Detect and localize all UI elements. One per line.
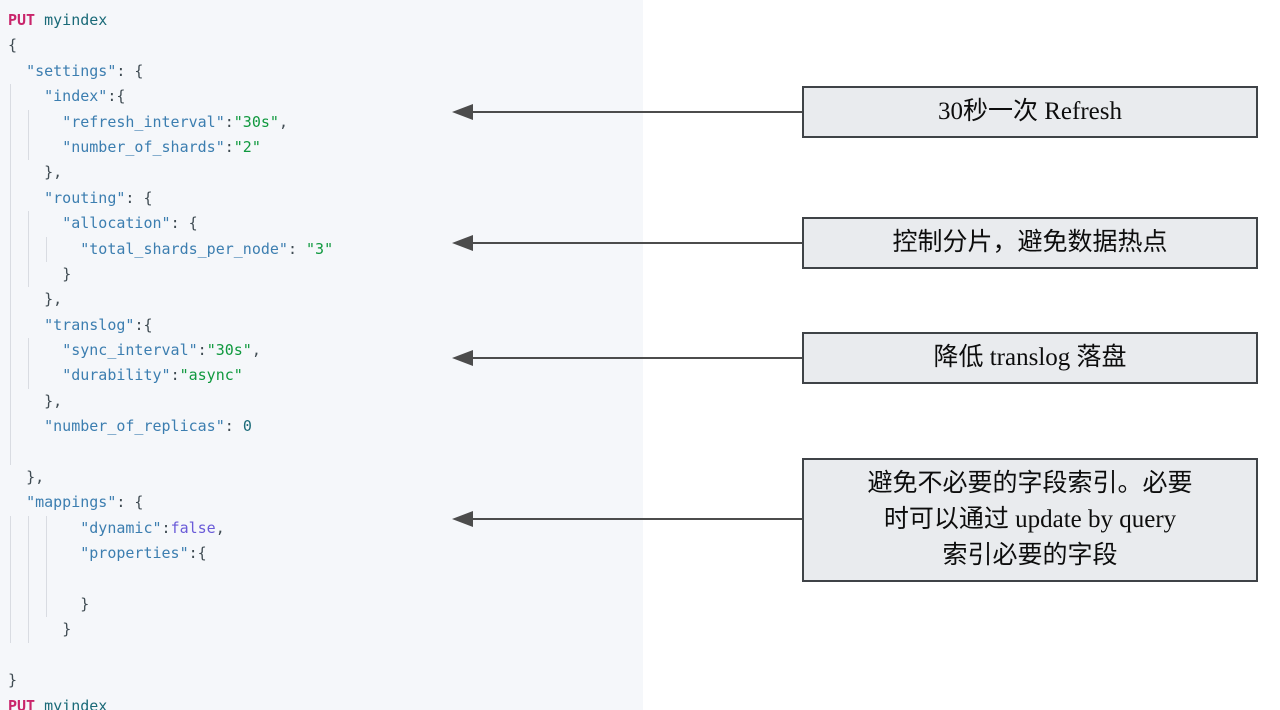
indent-guide xyxy=(27,566,29,592)
code-line: } xyxy=(8,591,643,618)
indent-guide xyxy=(9,338,11,364)
indent-guide xyxy=(45,566,47,592)
code-line xyxy=(8,643,643,668)
indent-guide xyxy=(9,312,11,339)
indent-guide xyxy=(9,261,11,288)
indent-guide xyxy=(27,338,29,364)
code-line: } xyxy=(8,671,18,690)
code-line: "settings": { xyxy=(26,61,144,80)
code-line: } xyxy=(8,617,643,643)
code-line: "sync_interval":"30s", xyxy=(8,338,643,364)
indent-guide xyxy=(9,363,11,389)
indent-guide xyxy=(9,591,11,618)
indent-guide xyxy=(27,617,29,643)
indent-guide xyxy=(9,617,11,643)
indent-guide xyxy=(27,261,29,288)
code-line: PUT myindex xyxy=(8,11,108,29)
indent-guide xyxy=(45,591,47,618)
code-line: "dynamic":false, xyxy=(8,515,643,542)
annotation-text: 降低 translog 落盘 xyxy=(933,344,1127,371)
indent-guide xyxy=(27,134,29,161)
code-line: "routing": { xyxy=(8,185,643,212)
code-line xyxy=(8,566,643,592)
indent-guide xyxy=(9,109,11,135)
indent-guide xyxy=(27,109,29,135)
annotation-text: 时可以通过 update by query xyxy=(883,506,1177,533)
indent-guide xyxy=(27,541,29,567)
indent-guide xyxy=(45,541,47,567)
code-line: PUT myindex xyxy=(8,696,108,710)
indent-guide xyxy=(27,363,29,389)
indent-guide xyxy=(9,84,11,110)
code-line: }, xyxy=(8,388,643,415)
annotation-text: 控制分片，避免数据热点 xyxy=(892,229,1168,256)
indent-guide xyxy=(9,134,11,161)
annotation-refresh: 30秒一次 Refresh xyxy=(802,86,1258,138)
code-line: "mappings": { xyxy=(26,493,144,512)
code-line: "index":{ xyxy=(8,84,643,110)
indent-guide xyxy=(9,515,11,542)
indent-guide xyxy=(9,160,11,186)
code-line: { xyxy=(8,36,18,55)
indent-guide xyxy=(45,236,47,262)
code-line: "number_of_replicas": 0 xyxy=(8,414,643,440)
indent-guide xyxy=(27,211,29,237)
code-line: "durability":"async" xyxy=(8,363,643,389)
indent-guide xyxy=(9,287,11,313)
code-line: "total_shards_per_node": "3" xyxy=(8,236,643,262)
code-line: }, xyxy=(26,468,45,487)
code-line: "allocation": { xyxy=(8,211,643,237)
indent-guide xyxy=(9,185,11,212)
code-line xyxy=(8,439,643,466)
annotation-text: 索引必要的字段 xyxy=(942,542,1118,569)
indent-guide xyxy=(9,236,11,262)
annotation-text: 避免不必要的字段索引。必要 xyxy=(867,470,1193,497)
indent-guide xyxy=(27,515,29,542)
code-line: "number_of_shards":"2" xyxy=(8,134,643,161)
code-editor[interactable]: PUT myindex { "settings": { "index":{ "re… xyxy=(0,0,643,710)
annotation-mappings: 避免不必要的字段索引。必要 时可以通过 update by query 索引必要… xyxy=(802,458,1258,582)
indent-guide xyxy=(9,211,11,237)
indent-guide xyxy=(9,541,11,567)
indent-guide xyxy=(9,439,11,466)
code-line: }, xyxy=(8,287,643,313)
code-line: } xyxy=(8,261,643,288)
annotation-shards: 控制分片，避免数据热点 xyxy=(802,217,1258,269)
annotation-translog: 降低 translog 落盘 xyxy=(802,332,1258,384)
indent-guide xyxy=(9,414,11,440)
code-line: "refresh_interval":"30s", xyxy=(8,109,643,135)
annotation-text: 30秒一次 Refresh xyxy=(938,98,1122,125)
code-line: "translog":{ xyxy=(8,312,643,339)
indent-guide xyxy=(45,515,47,542)
indent-guide xyxy=(9,566,11,592)
indent-guide xyxy=(27,591,29,618)
indent-guide xyxy=(27,236,29,262)
code-line: "properties":{ xyxy=(8,541,643,567)
code-line: }, xyxy=(8,160,643,186)
indent-guide xyxy=(9,388,11,415)
